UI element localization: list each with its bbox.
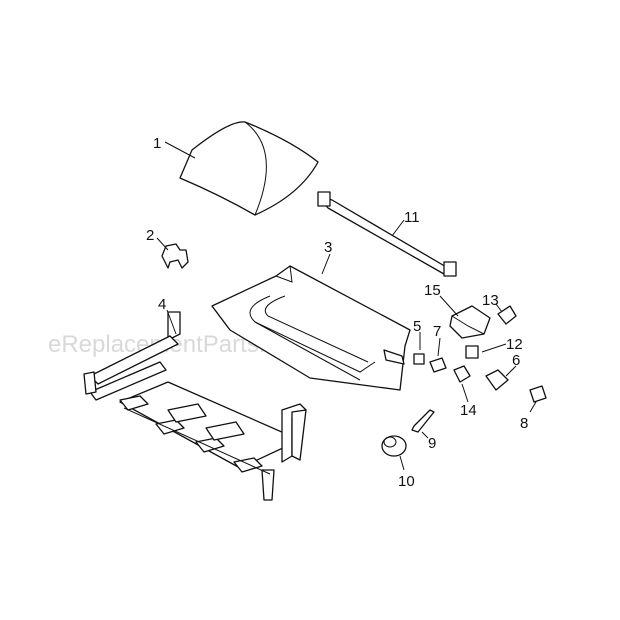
part-10-knob — [381, 435, 407, 471]
part-14-valve-stem — [453, 365, 471, 403]
part-1-log — [164, 121, 319, 216]
part-5-fitting — [413, 332, 425, 365]
part-2-bracket — [156, 237, 189, 269]
label-part-2: 2 — [146, 227, 154, 244]
part-12-fitting — [465, 343, 507, 359]
label-part-12: 12 — [506, 336, 523, 353]
label-part-14: 14 — [460, 402, 477, 419]
part-11-flex-hose — [317, 191, 457, 277]
part-4-grate — [83, 309, 307, 501]
part-3-burner-pan — [211, 253, 411, 391]
label-part-13: 13 — [482, 292, 499, 309]
label-part-15: 15 — [424, 282, 441, 299]
label-part-6: 6 — [512, 352, 520, 369]
label-part-11: 11 — [404, 209, 420, 226]
label-part-5: 5 — [413, 318, 421, 335]
part-15-valve — [439, 295, 491, 339]
part-9-spark-rod — [411, 409, 435, 439]
part-6-fitting — [485, 365, 517, 391]
part-7-fitting — [429, 337, 447, 373]
label-part-7: 7 — [433, 323, 441, 340]
label-part-8: 8 — [520, 415, 528, 432]
label-part-9: 9 — [428, 435, 436, 452]
part-13-elbow — [495, 303, 517, 325]
label-part-3: 3 — [324, 239, 332, 256]
label-part-4: 4 — [158, 296, 166, 313]
label-part-10: 10 — [398, 473, 415, 490]
part-8-fitting — [529, 385, 547, 413]
label-part-1: 1 — [153, 135, 161, 152]
